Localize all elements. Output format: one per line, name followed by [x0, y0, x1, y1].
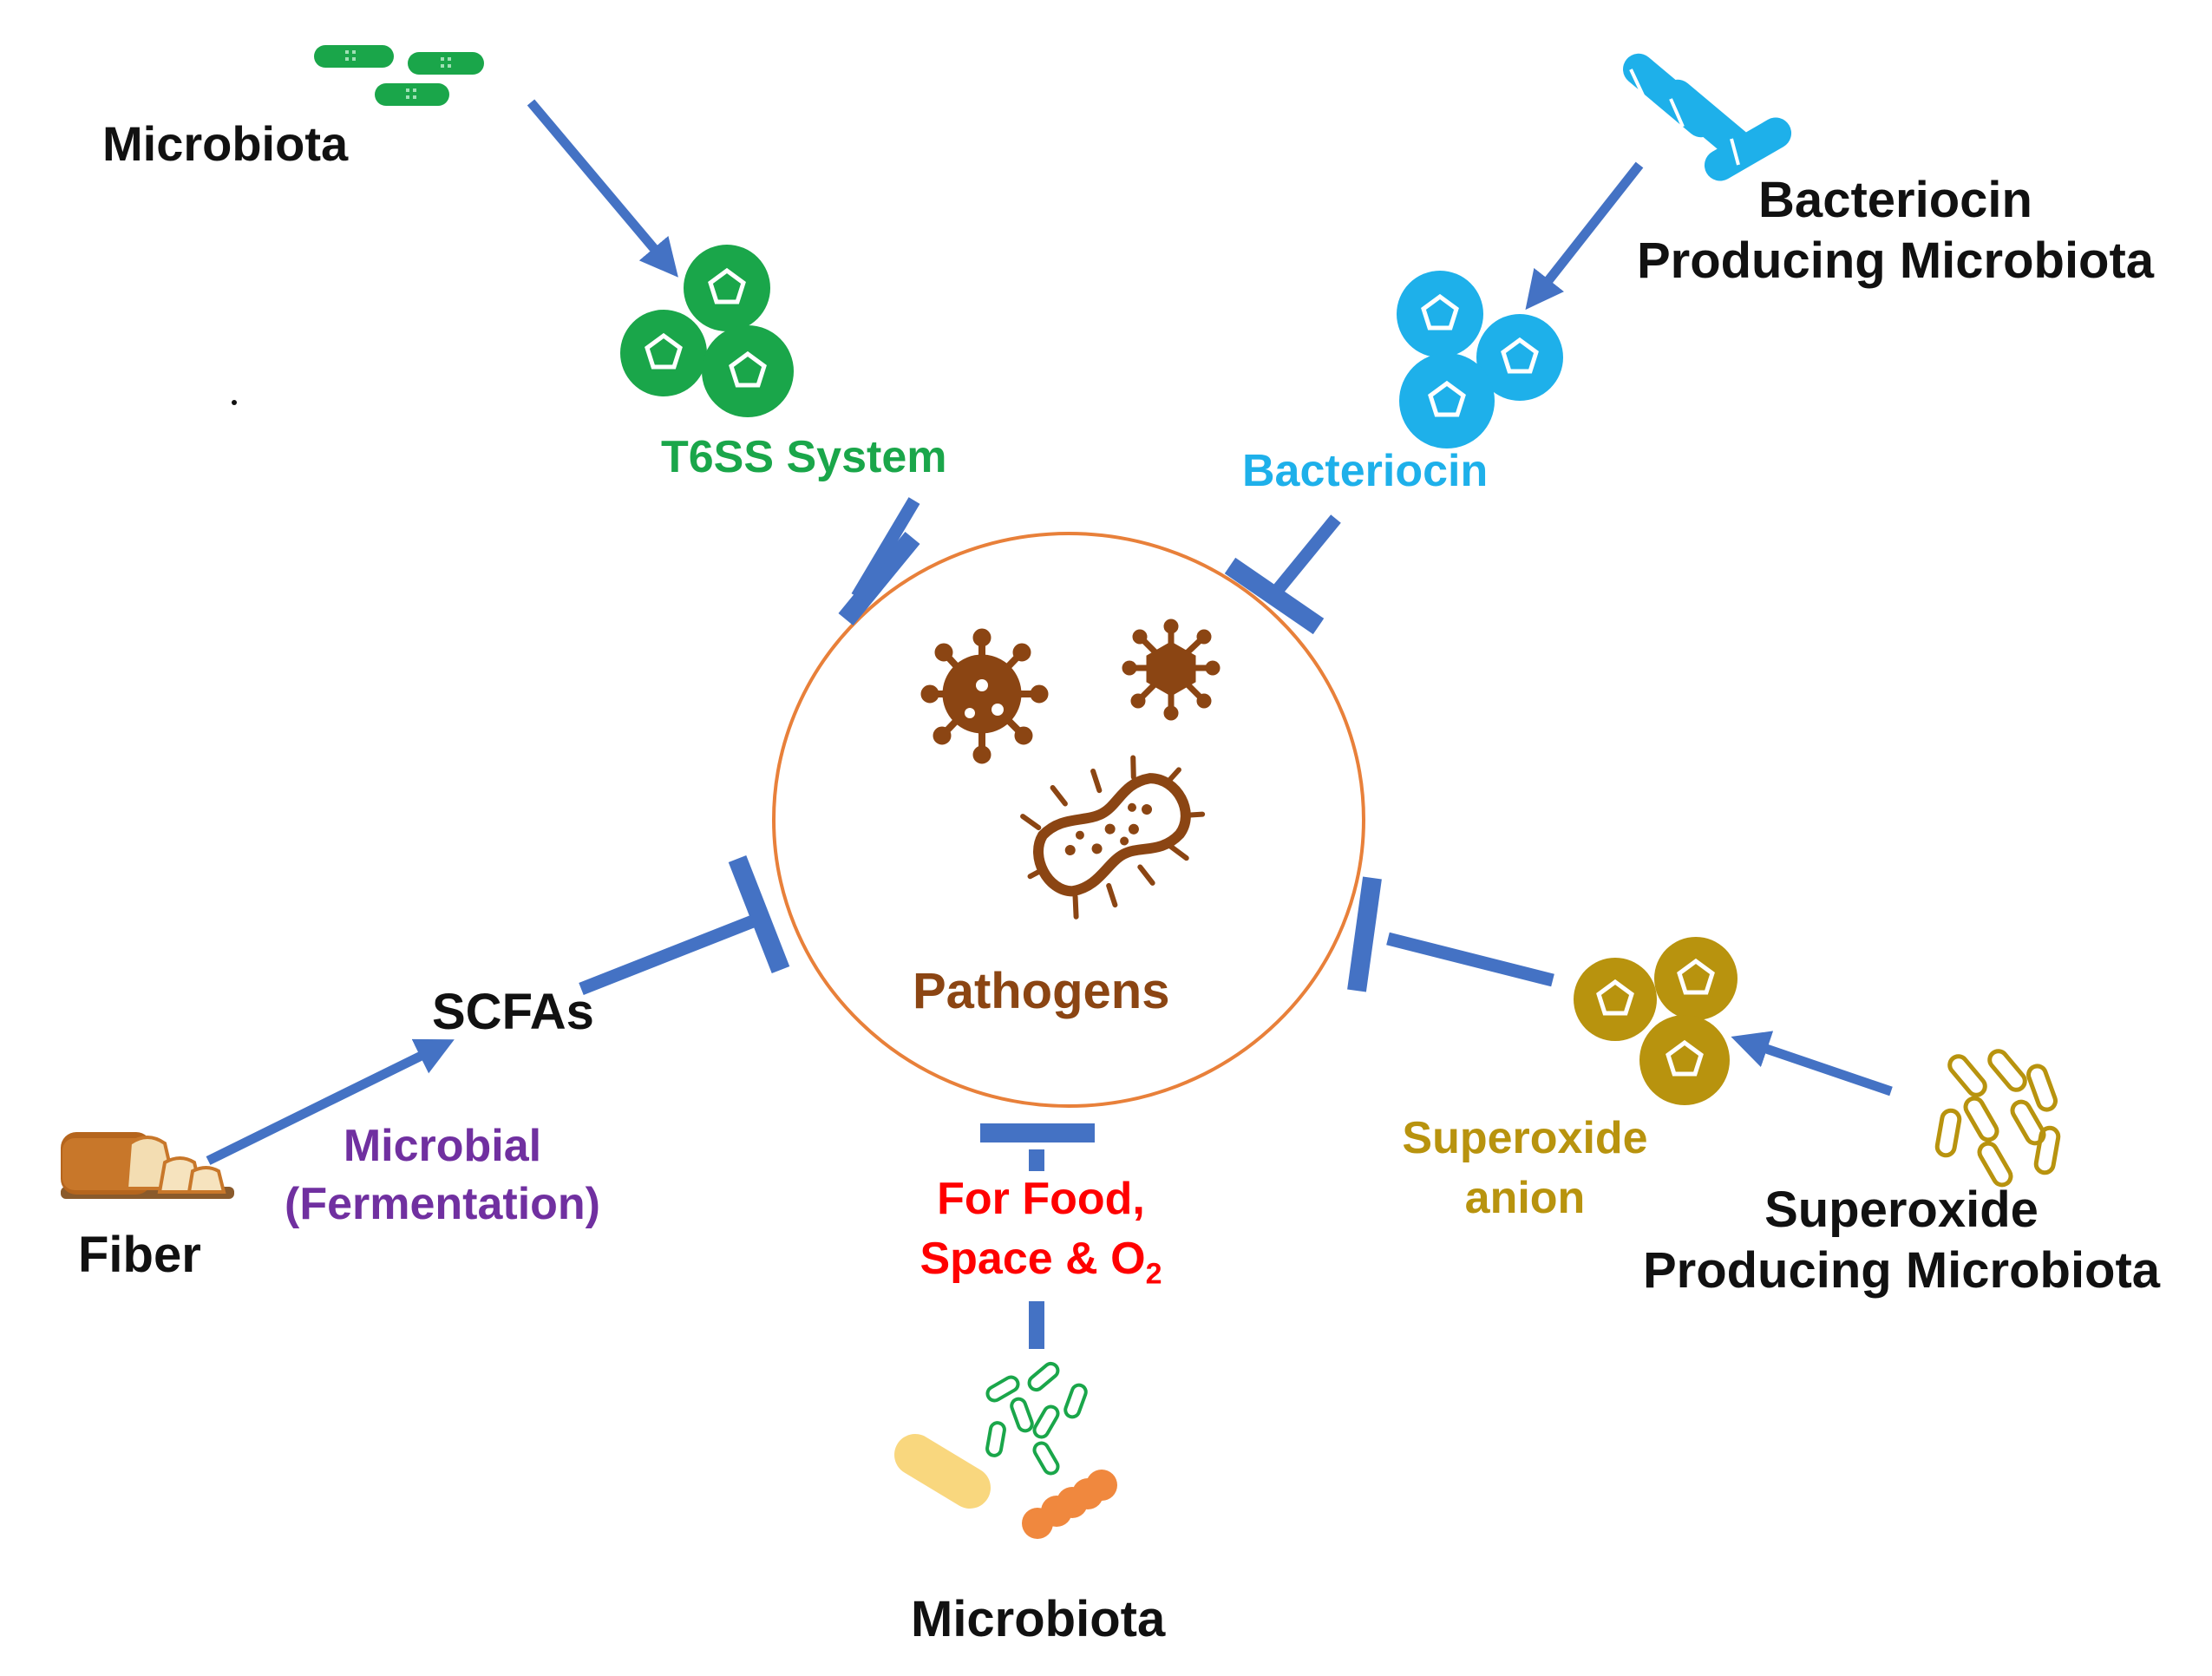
bread-icon	[61, 1132, 234, 1199]
cocci-cluster-gold-icon	[1574, 937, 1738, 1105]
label-fiber: Fiber	[78, 1227, 201, 1283]
label-competition: For Food, Space & O2	[867, 1169, 1214, 1293]
rod-bacteria-gold-outline-icon	[1934, 1049, 2061, 1188]
label-microbial-fermentation: Microbial (Fermentation)	[260, 1117, 625, 1233]
label-superoxide-line1: Superoxide	[1402, 1113, 1648, 1163]
label-bacteriocin: Bacteriocin	[1242, 446, 1489, 496]
inhibit-superoxide	[1347, 876, 1554, 992]
inhibit-competition	[980, 1123, 1095, 1349]
rod-bacteria-blue-icon	[1622, 53, 1792, 181]
label-t6ss-system: T6SS System	[661, 432, 947, 482]
label-pathogens: Pathogens	[913, 963, 1170, 1019]
label-bacteriocin-producing-line2: Producing Microbiota	[1636, 232, 2155, 289]
label-microbiota-bottom: Microbiota	[911, 1591, 1166, 1647]
arrow-producers-to-bacteriocin	[1525, 161, 1644, 311]
label-superoxide-producing-line1: Superoxide	[1764, 1182, 2039, 1238]
label-bacteriocin-producing-line1: Bacteriocin	[1758, 172, 2032, 228]
label-superoxide-producing-microbiota: Superoxide Producing Microbiota	[1615, 1180, 2188, 1300]
label-scfas: SCFAs	[432, 984, 594, 1040]
bacterium-icon	[1020, 755, 1206, 920]
label-superoxide-producing-line2: Producing Microbiota	[1642, 1241, 2161, 1299]
label-bacteriocin-producing-microbiota: Bacteriocin Producing Microbiota	[1609, 170, 2182, 291]
inhibit-bacteriocin	[1224, 514, 1341, 635]
stray-dot	[232, 400, 237, 405]
label-competition-subscript: 2	[1145, 1257, 1162, 1291]
label-competition-line2-main: Space & O	[919, 1233, 1146, 1284]
virus-icon	[920, 628, 1049, 764]
virus-icon	[1122, 619, 1221, 721]
arrow-fiber-to-scfas	[206, 1038, 455, 1165]
cocci-cluster-green-icon	[620, 245, 794, 417]
cocci-cluster-blue-icon	[1397, 271, 1563, 448]
arrow-microbiota-to-t6ss	[527, 99, 678, 278]
label-superoxide-line2: anion	[1464, 1172, 1586, 1223]
rod-bacteria-green-icon	[314, 45, 484, 106]
label-competition-line1: For Food,	[937, 1174, 1145, 1224]
label-microbiota-top: Microbiota	[102, 116, 349, 171]
label-fermentation-line1: Microbial	[343, 1121, 542, 1171]
inhibit-t6ss	[838, 497, 920, 625]
mixed-microbiota-icon	[894, 1361, 1117, 1539]
inhibit-scfas	[579, 854, 790, 995]
label-superoxide-anion: Superoxide anion	[1369, 1109, 1681, 1228]
label-competition-line2: Space & O2	[867, 1229, 1214, 1293]
pathogen-circle	[772, 532, 1365, 1108]
arrow-producers-to-superoxide	[1731, 1031, 1893, 1097]
label-fermentation-line2: (Fermentation)	[285, 1178, 600, 1229]
